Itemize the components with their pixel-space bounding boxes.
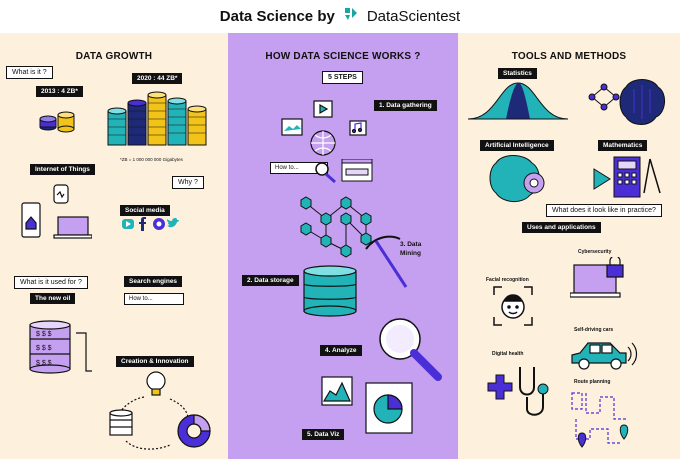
step-3-label-a: 3. Data [400,241,422,248]
creation-innovation-label: Creation & Innovation [116,356,194,367]
coins-2013-icon [39,111,75,133]
data-viz-icon [321,376,413,434]
ai-brain-icon [489,155,545,202]
how-it-works-title: HOW DATA SCIENCE WORKS ? [265,51,421,62]
step-1-label: 1. Data gathering [374,100,437,111]
statistics-label: Statistics [498,68,537,79]
zb-2020-label: 2020 : 44 ZB* [132,73,183,84]
route-map-icon [571,392,629,448]
bell-curve-icon [467,82,569,120]
ai-label: Artificial Intelligence [480,140,554,151]
what-is-it-bubble: What is it ? [6,66,53,79]
datascientest-logo-icon [343,6,359,27]
route-planning-label: Route planning [574,379,611,385]
social-icons [122,217,179,231]
gathering-search-input: How to... [270,162,328,174]
how-it-works-panel: HOW DATA SCIENCE WORKS ? 5 STEPS 1. Data… [228,33,458,459]
data-network-icon [300,196,372,258]
data-growth-title: DATA GROWTH [75,51,153,62]
zb-2013-label: 2013 : 4 ZB* [36,86,83,97]
step-5-label: 5. Data Viz [302,429,345,440]
face-scan-icon [493,286,533,326]
data-gathering-icon [281,100,367,156]
math-tools-icon [593,156,661,198]
pickaxe-icon [365,235,408,288]
facial-recognition-label: Facial recognition [486,277,529,283]
used-for-bubble: What is it used for ? [14,276,88,289]
step-3-label-b: Mining [400,250,421,257]
header-title: Data Science by [219,8,335,25]
step-4-label: 4. Analyze [320,345,362,356]
neural-brain-icon [588,79,665,125]
search-engine-input: How to... [124,293,184,305]
header-brand: DataScientest [366,8,461,25]
gathering-magnifier-icon [315,159,373,184]
svg-text:$ $ $: $ $ $ [36,345,52,352]
car-icon [571,342,638,370]
svg-text:$ $ $: $ $ $ [36,331,52,338]
tools-methods-title: TOOLS AND METHODS [511,51,627,62]
data-storage-icon [303,265,357,317]
coins-2020-icon [107,91,207,146]
step-2-label: 2. Data storage [242,275,299,286]
self-driving-label: Self-driving cars [574,327,614,333]
stethoscope-icon [487,367,549,416]
zb-footnote: *ZB = 1 000 000 000 Gigabytes [120,157,183,162]
analyze-magnifier-icon [379,318,442,381]
social-media-label: Social media [120,205,170,216]
five-steps-label: 5 STEPS [322,71,363,84]
digital-health-label: Digital health [492,351,524,357]
iot-label: Internet of Things [30,164,95,175]
svg-text:$ $ $: $ $ $ [36,360,52,367]
laptop-lock-icon [570,257,624,298]
tools-methods-panel: TOOLS AND METHODS Statistics Artificial … [458,33,680,459]
math-label: Mathematics [598,140,648,151]
search-engines-label: Search engines [124,276,183,287]
oil-barrel-icon: $ $ $ $ $ $ $ $ $ [29,320,92,374]
innovation-icon [109,371,211,450]
iot-devices-icon [21,184,92,239]
data-growth-panel: DATA GROWTH What is it ? 2013 : 4 ZB* 20… [0,33,228,459]
cybersecurity-label: Cybersecurity [578,249,612,255]
practice-bubble: What does it look like in practice? [546,204,662,217]
new-oil-label: The new oil [30,293,76,304]
uses-applications-label: Uses and applications [522,222,601,233]
header: Data Science by DataScientest [0,0,680,33]
why-bubble: Why ? [172,176,204,189]
